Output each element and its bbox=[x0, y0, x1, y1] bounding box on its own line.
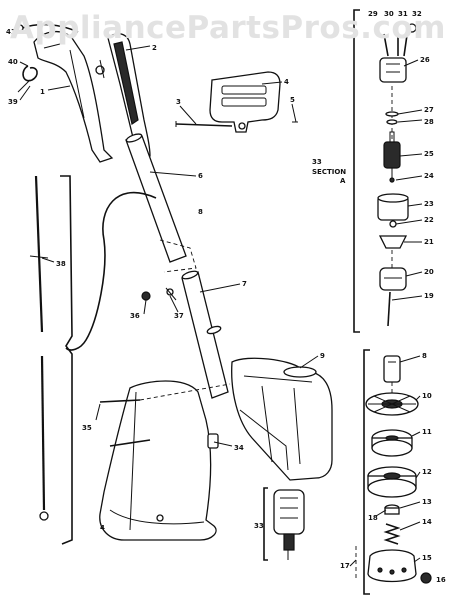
callout-14: 14 bbox=[422, 518, 432, 526]
callout-35: 35 bbox=[82, 424, 92, 432]
callout-33-section: 33 bbox=[312, 158, 322, 166]
cup-21 bbox=[378, 235, 408, 249]
callout-17: 17 bbox=[340, 562, 350, 570]
callout-16: 16 bbox=[436, 576, 446, 584]
callout-39: 39 bbox=[8, 98, 18, 106]
spring-14 bbox=[383, 523, 401, 545]
callout-32: 32 bbox=[412, 10, 422, 18]
callout-5: 5 bbox=[290, 96, 295, 104]
callout-7: 7 bbox=[242, 280, 247, 288]
handle-housing bbox=[16, 23, 114, 163]
callout-29: 29 bbox=[368, 10, 378, 18]
callout-34: 34 bbox=[234, 444, 244, 452]
washer-28 bbox=[386, 119, 398, 125]
callout-36: 36 bbox=[130, 312, 140, 320]
handle-right-half bbox=[95, 33, 151, 161]
callout-12: 12 bbox=[422, 468, 432, 476]
hub-12 bbox=[367, 466, 417, 498]
callout-19: 19 bbox=[424, 292, 434, 300]
callout-30: 30 bbox=[384, 10, 394, 18]
callout-37: 37 bbox=[174, 312, 184, 320]
callout-6: 6 bbox=[198, 172, 203, 180]
spool-bracket bbox=[363, 349, 370, 595]
rod-38 bbox=[29, 175, 49, 521]
callout-4-guard: 4 bbox=[100, 524, 105, 532]
upper-shaft bbox=[125, 133, 197, 273]
adapter-8 bbox=[383, 355, 401, 383]
housing-15 bbox=[367, 549, 417, 583]
bearing-22 bbox=[389, 220, 397, 228]
clip-34 bbox=[207, 433, 219, 449]
callout-13: 13 bbox=[422, 498, 432, 506]
callout-23: 23 bbox=[424, 200, 434, 208]
fan-10 bbox=[365, 392, 419, 416]
leader-lines bbox=[17, 29, 423, 567]
callout-8: 8 bbox=[198, 208, 203, 216]
knob-16 bbox=[420, 572, 432, 584]
callout-2: 2 bbox=[152, 44, 157, 52]
callout-24: 24 bbox=[424, 172, 434, 180]
spool-11 bbox=[371, 429, 413, 457]
motor-housing bbox=[231, 357, 333, 481]
screw-19 bbox=[387, 291, 391, 327]
callout-15: 15 bbox=[422, 554, 432, 562]
callout-1: 1 bbox=[40, 88, 45, 96]
callout-28: 28 bbox=[424, 118, 434, 126]
callout-27: 27 bbox=[424, 106, 434, 114]
endbell-20 bbox=[379, 267, 407, 291]
lower-motor bbox=[263, 487, 305, 561]
washer-27 bbox=[385, 111, 399, 117]
callout-26: 26 bbox=[420, 56, 430, 64]
callout-25: 25 bbox=[424, 150, 434, 158]
button-18-13 bbox=[384, 504, 400, 515]
callout-33-lower: 33 bbox=[254, 522, 264, 530]
callout-41: 41 bbox=[6, 28, 16, 36]
nut-36-37 bbox=[141, 287, 177, 301]
washer-24 bbox=[389, 177, 395, 183]
middle-shaft bbox=[181, 270, 229, 399]
callout-4: 4 bbox=[284, 78, 289, 86]
section-label-line2: A bbox=[340, 177, 346, 185]
callout-18: 18 bbox=[368, 514, 378, 522]
callout-40: 40 bbox=[8, 58, 18, 66]
callout-38: 38 bbox=[56, 260, 66, 268]
callout-20: 20 bbox=[424, 268, 434, 276]
top-cap-26 bbox=[379, 23, 417, 83]
section-a-bracket bbox=[353, 9, 360, 333]
callout-21: 21 bbox=[424, 238, 434, 246]
section-label-line1: SECTION bbox=[312, 168, 346, 176]
callout-8-spool: 8 bbox=[422, 352, 427, 360]
callout-11: 11 bbox=[422, 428, 432, 436]
guard-shield bbox=[99, 380, 217, 541]
magnet-23 bbox=[377, 193, 409, 221]
screws-35 bbox=[99, 383, 231, 447]
switch-cover bbox=[209, 71, 298, 133]
callout-9: 9 bbox=[320, 352, 325, 360]
callout-10: 10 bbox=[422, 392, 432, 400]
callout-3: 3 bbox=[176, 98, 181, 106]
screw-3 bbox=[175, 121, 233, 127]
armature-25 bbox=[383, 131, 401, 182]
callout-22: 22 bbox=[424, 216, 434, 224]
callout-31: 31 bbox=[398, 10, 408, 18]
